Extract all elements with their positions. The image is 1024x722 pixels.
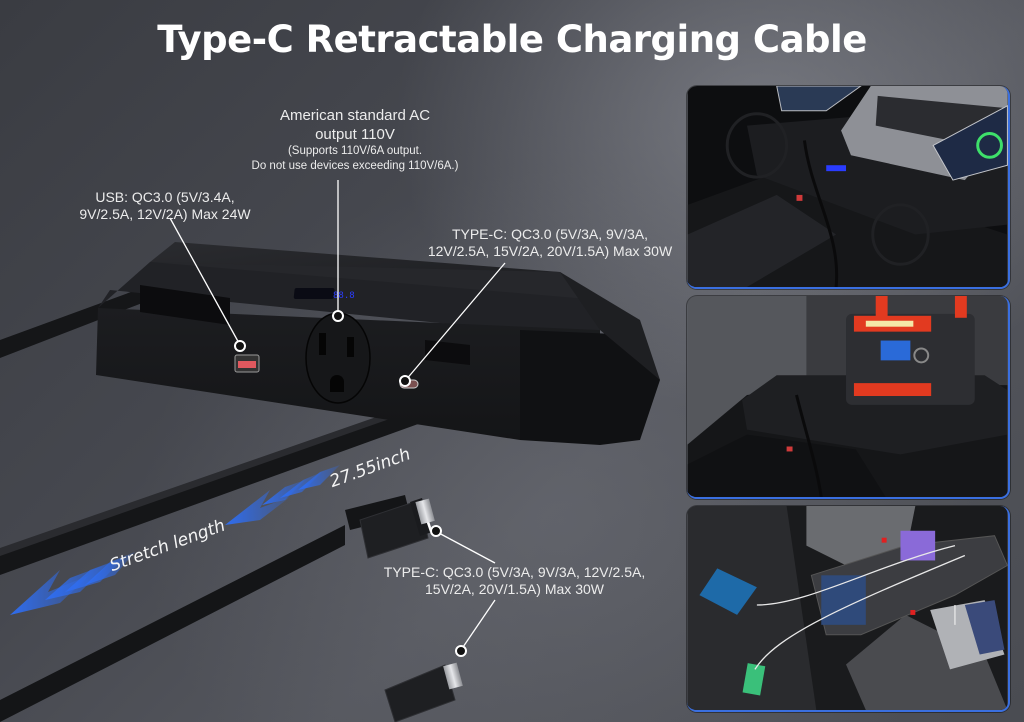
ac-outlet-callout: American standard AC output 110V (Suppor… <box>225 106 485 174</box>
phone-icon <box>742 663 766 696</box>
tablet-icon <box>699 568 757 615</box>
usb-port <box>234 354 260 373</box>
ac-outlet-title: American standard AC <box>279 107 431 124</box>
stretch-arrows <box>10 465 340 615</box>
photo-desk-charging <box>687 86 1010 289</box>
usb-callout: USB: QC3.0 (5V/3.4A, 9V/2.5A, 12V/2A) Ma… <box>50 189 280 223</box>
phone-icon <box>776 86 1008 181</box>
ac-outlet-note-2: Do not use devices exceeding 110V/6A.) <box>251 160 459 172</box>
type-c-cable-spec-line-2: 15V/2A, 20V/1.5A) Max 30W <box>425 581 604 597</box>
type-c-port-callout: TYPE-C: QC3.0 (5V/3A, 9V/3A, 12V/2.5A, 1… <box>405 226 695 260</box>
product-illustration: 88.8 <box>0 242 660 722</box>
usb-spec-line-2: 9V/2.5A, 12V/2A) Max 24W <box>79 206 251 222</box>
page-title: Type-C Retractable Charging Cable <box>157 18 867 61</box>
console-icon <box>810 530 1008 636</box>
ac-outlet-voltage: output 110V <box>315 126 395 143</box>
charging-organizer-body: 88.8 <box>96 242 660 445</box>
ac-outlet <box>305 312 371 404</box>
type-c-cable-spec-line-1: TYPE-C: QC3.0 (5V/3A, 9V/3A, 12V/2.5A, <box>383 564 646 580</box>
led-display: 88.8 <box>293 288 355 301</box>
type-c-cable-callout: TYPE-C: QC3.0 (5V/3A, 9V/3A, 12V/2.5A, 1… <box>362 564 667 598</box>
svg-text:88.8: 88.8 <box>333 291 355 301</box>
laptop-icon <box>930 600 1005 670</box>
photo-car-top-view <box>687 506 1010 712</box>
type-c-port-spec-line-2: 12V/2.5A, 15V/2A, 20V/1.5A) Max 30W <box>427 243 673 259</box>
photo-power-station <box>687 296 1010 499</box>
ac-outlet-note-1: (Supports 110V/6A output. <box>287 145 423 157</box>
power-station-icon <box>846 296 975 405</box>
usb-spec-line-1: USB: QC3.0 (5V/3.4A, <box>95 189 235 205</box>
type-c-plug-top <box>345 495 435 559</box>
type-c-port-spec-line-1: TYPE-C: QC3.0 (5V/3A, 9V/3A, <box>451 226 649 242</box>
type-c-plug-bottom <box>384 662 463 722</box>
